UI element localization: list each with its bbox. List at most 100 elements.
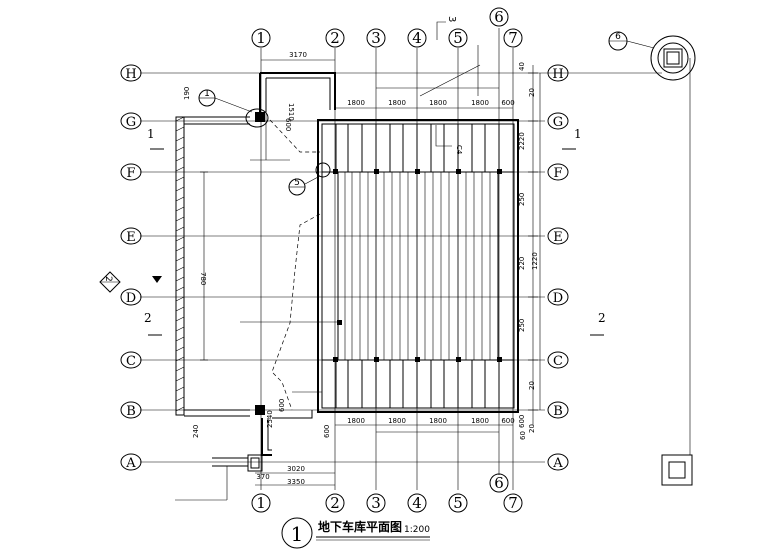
row-bubble-F-left: F <box>120 163 142 181</box>
row-bubble-H-right: H <box>547 64 569 82</box>
dim-left-190: 190 <box>183 87 191 100</box>
column-bubbles-top: 1 2 3 4 5 6 7 <box>251 7 523 48</box>
svg-text:1: 1 <box>256 29 266 47</box>
garage-bay-grid <box>322 171 514 361</box>
column-bubbles-bottom: 1 2 3 4 5 6 7 <box>251 473 523 513</box>
row-bubble-D-right: D <box>547 288 569 306</box>
svg-text:1: 1 <box>256 494 266 512</box>
row-bubble-B-right: B <box>547 401 569 419</box>
drawing-scale: 1:200 <box>404 525 430 535</box>
svg-text:5: 5 <box>453 494 463 512</box>
dim-right-250b: 250 <box>518 319 526 332</box>
column-bubble-5-top: 5 <box>448 28 468 48</box>
dim-bottom-1800-c: 1800 <box>429 417 447 425</box>
detail-callout-3: 3 <box>436 16 457 40</box>
west-retaining-wall <box>175 116 185 416</box>
svg-text:F: F <box>126 166 135 181</box>
section-mark-2-left: 2 <box>144 311 162 336</box>
right-dimension-chain: 40 20 2220 250 220 1220 250 20 600 20 <box>518 62 541 433</box>
south-annex-inner <box>250 457 260 469</box>
column-B1 <box>255 405 265 415</box>
svg-text:5: 5 <box>453 29 463 47</box>
main-garage-outline <box>317 119 519 413</box>
dim-right-2220: 2220 <box>518 132 526 150</box>
section-mark-1-right: 1 <box>562 127 582 150</box>
dim-bottom-left-240: 240 <box>192 425 200 438</box>
elevation-arrow-icon <box>152 276 162 283</box>
svg-text:1: 1 <box>147 127 155 141</box>
column-bubble-1-top: 1 <box>251 28 271 48</box>
svg-text:2: 2 <box>598 311 606 325</box>
column-bubble-5-bottom: 5 <box>448 493 468 513</box>
dim-bottom-left-600b: 600 <box>323 425 331 438</box>
dim-top-600: 600 <box>501 99 514 107</box>
row-bubble-A-right: A <box>547 453 569 471</box>
column-bubble-6-top: 6 <box>489 7 509 27</box>
row-bubble-B-left: B <box>120 401 142 419</box>
svg-text:B: B <box>126 404 136 419</box>
svg-text:A: A <box>125 456 136 471</box>
row-bubble-A-left: A <box>120 453 142 471</box>
svg-text:C: C <box>126 354 136 369</box>
dim-bottom-left-2540: 2540 <box>266 410 274 428</box>
dim-right-220: 220 <box>518 257 526 270</box>
row-bubble-G-left: G <box>120 112 142 130</box>
svg-text:3: 3 <box>371 29 381 47</box>
svg-text:7: 7 <box>508 494 518 512</box>
left-dimensions: 190 1510 600 780 240 2540 600 370 600 60 <box>183 87 527 481</box>
column-bubble-7-top: 7 <box>503 28 523 48</box>
svg-text:E: E <box>553 230 563 245</box>
detail-callout-6: 6 <box>545 31 696 486</box>
column-G1 <box>255 112 265 122</box>
dim-bottom-1800-d: 1800 <box>471 417 489 425</box>
title-bubble <box>281 517 313 549</box>
column-bubble-4-bottom: 4 <box>407 493 427 513</box>
svg-text:G: G <box>553 115 563 130</box>
svg-text:G: G <box>126 115 136 130</box>
column-nodes <box>333 169 502 362</box>
svg-text:B: B <box>553 404 563 419</box>
dim-top-1800-a: 1800 <box>347 99 365 107</box>
svg-text:4: 4 <box>412 29 422 47</box>
row-bubble-G-right: G <box>547 112 569 130</box>
column-bubble-3-top: 3 <box>366 28 386 48</box>
svg-text:2: 2 <box>330 29 340 47</box>
dim-right-20c: 20 <box>528 424 536 433</box>
dim-right-20b: 20 <box>528 381 536 390</box>
slats-upper <box>335 124 500 172</box>
detail-callout-1: 1 <box>198 89 269 128</box>
stair-north-wall <box>260 72 336 110</box>
svg-text:3: 3 <box>446 16 457 22</box>
column-bubble-7-bottom: 7 <box>503 493 523 513</box>
south-annex-box <box>247 454 263 472</box>
dim-bottom-600: 600 <box>501 417 514 425</box>
svg-text:2: 2 <box>330 494 340 512</box>
row-bubble-F-right: F <box>547 163 569 181</box>
svg-text:H: H <box>552 67 563 82</box>
svg-text:7: 7 <box>508 29 518 47</box>
svg-text:6: 6 <box>494 8 504 26</box>
stair-north-wall-inner <box>266 77 331 110</box>
title-bubble-number: 1 <box>291 522 304 546</box>
dim-right-20a: 20 <box>528 88 536 97</box>
west-wall-hatch <box>175 116 185 412</box>
label-c4: C4 <box>435 125 463 155</box>
top-dimensions: 3170 1800 1800 1800 1800 600 <box>261 51 515 109</box>
svg-text:4: 4 <box>412 494 422 512</box>
slats-middle <box>344 172 491 360</box>
svg-text:C4: C4 <box>455 145 463 155</box>
dim-bottom-3350: 3350 <box>287 478 305 486</box>
dim-bottom-left-60: 60 <box>519 431 527 440</box>
column-bubble-4-top: 4 <box>407 28 427 48</box>
detail-callout-5: 5 <box>288 162 331 196</box>
svg-text:2: 2 <box>103 276 113 282</box>
row-bubble-H-left: H <box>120 64 142 82</box>
elevation-marker: 2 <box>99 271 162 293</box>
dim-top-1800-b: 1800 <box>388 99 406 107</box>
svg-text:D: D <box>553 291 563 306</box>
dim-bottom-3020: 3020 <box>287 465 305 473</box>
row-bubble-D-left: D <box>120 288 142 306</box>
dim-top-1800-d: 1800 <box>471 99 489 107</box>
row-bubbles-left: H G F E D C B A <box>120 64 142 471</box>
row-bubble-C-right: C <box>547 351 569 369</box>
